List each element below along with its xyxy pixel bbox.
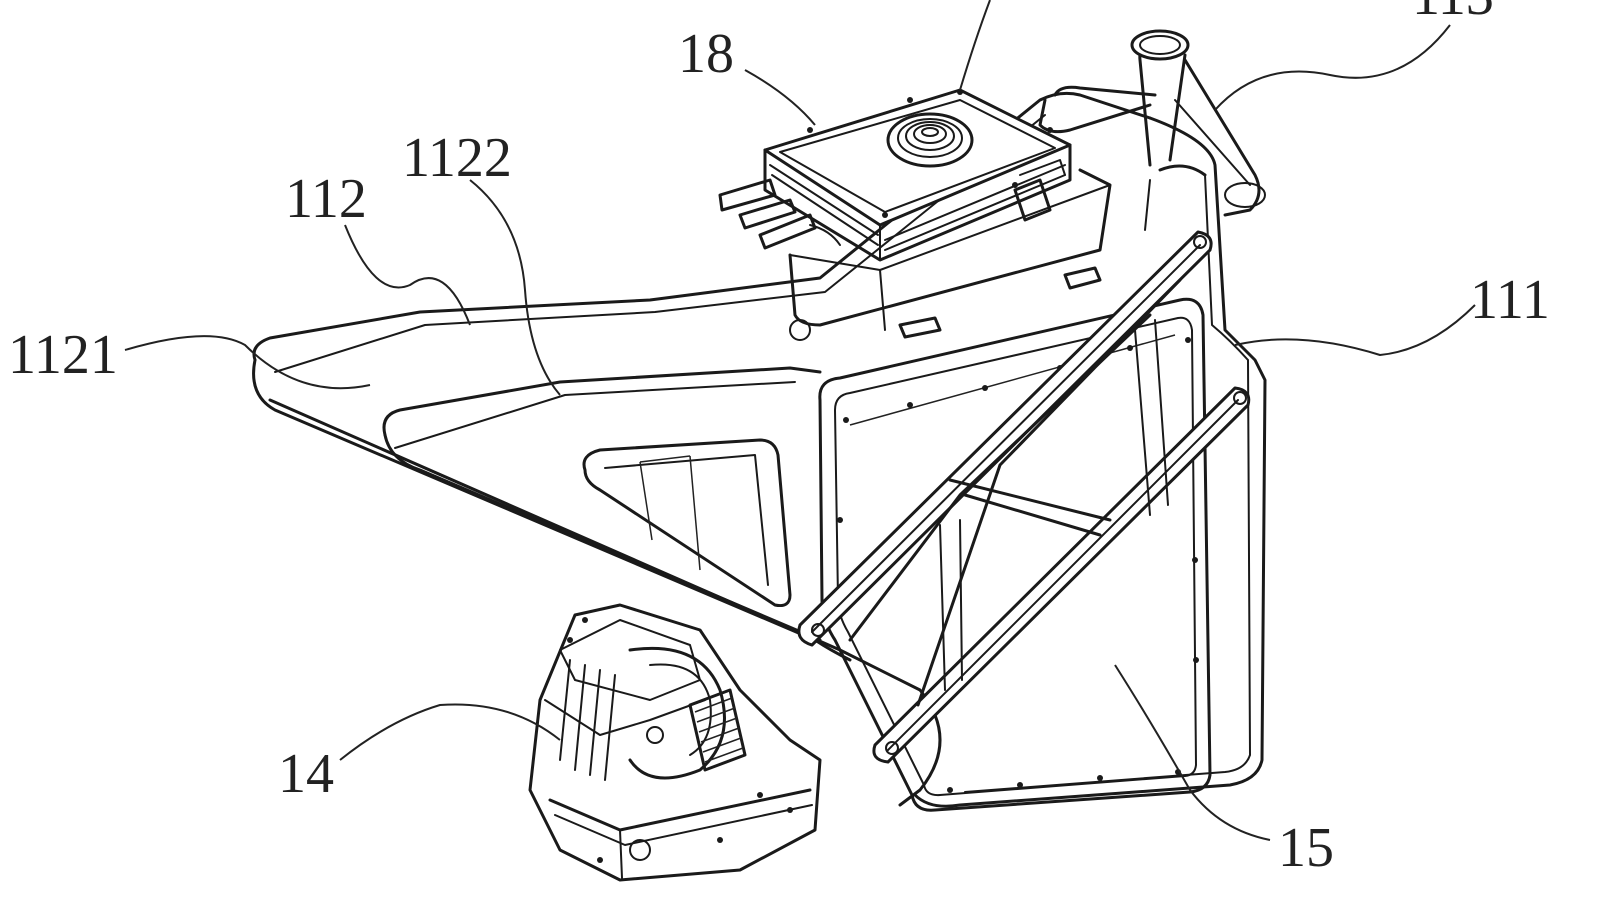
leader-lines	[124, 0, 1476, 841]
battery-cross-brace	[797, 230, 1251, 764]
leader-18	[744, 69, 816, 126]
leader-1121	[124, 335, 371, 390]
label-1122: 1122	[402, 127, 512, 189]
part-labels: 18 113 1122 112 1121 111 14 15	[8, 0, 1550, 879]
drive-motor	[528, 603, 822, 882]
leader-14	[339, 703, 561, 761]
leader-15	[1114, 664, 1271, 841]
leader-111	[1234, 304, 1476, 357]
leader-113	[1214, 24, 1451, 111]
leader-1122	[469, 179, 561, 396]
label-113: 113	[1412, 0, 1494, 27]
rear-frame-section	[913, 116, 1267, 808]
label-18: 18	[678, 23, 734, 85]
label-1121: 1121	[8, 324, 118, 386]
frame-main-body	[252, 91, 1152, 807]
label-111: 111	[1470, 269, 1550, 331]
battery-pack	[818, 297, 1212, 812]
label-14: 14	[278, 743, 334, 805]
label-15: 15	[1278, 817, 1334, 879]
leader-top	[959, 0, 991, 91]
head-tube	[1038, 29, 1266, 217]
leader-112	[344, 224, 471, 326]
controller-unit	[718, 88, 1112, 341]
label-112: 112	[285, 168, 367, 230]
